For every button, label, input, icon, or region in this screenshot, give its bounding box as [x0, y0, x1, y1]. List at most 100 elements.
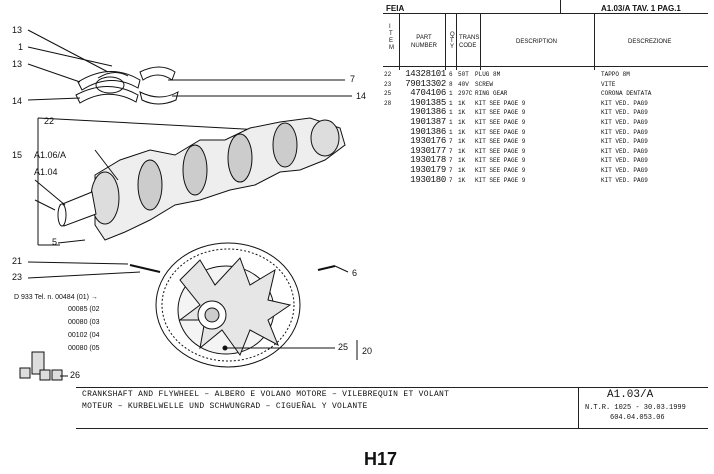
diagram-note-row: 00080 (03 — [68, 319, 100, 326]
cell-descit: VITE — [601, 80, 616, 88]
cell-item — [384, 118, 394, 128]
cell-qty: 7 — [449, 176, 453, 184]
cell-qty: 6 — [449, 71, 453, 78]
cell-part: 1930179 — [410, 164, 446, 175]
cell-descit: KIT VED. PAG9 — [601, 176, 648, 184]
callout-1: 1 — [18, 42, 24, 52]
table-header-rule — [383, 66, 708, 67]
cell-qty: 7 — [449, 157, 453, 165]
cell-qty: 8 — [449, 80, 453, 88]
column-header-trans: TRANS CODE — [459, 35, 480, 49]
cell-descit: KIT VED. PAG9 — [601, 157, 648, 165]
callout-25: 25 — [338, 342, 349, 352]
callout-22: 22 — [44, 116, 55, 126]
cell-trans: 40V — [458, 80, 469, 88]
cell-item: 22 — [384, 71, 392, 78]
flywheel-icon — [155, 242, 301, 368]
cell-desc: KIT SEE PAGE 9 — [475, 99, 526, 107]
cell-item — [384, 108, 394, 118]
column-header-item: I T E M — [389, 24, 394, 51]
table-rule — [399, 14, 400, 70]
cell-trans: 1K — [458, 157, 466, 165]
callout-21: 21 — [12, 256, 23, 266]
cell-desc: KIT SEE PAGE 9 — [475, 138, 526, 146]
footer-ntr: N.T.R. 1025 - 30.03.1999 — [585, 404, 686, 412]
ref-a104: A1.04 — [34, 167, 58, 177]
cell-desc: KIT SEE PAGE 9 — [475, 176, 526, 184]
cell-trans: 1K — [458, 166, 466, 174]
header-rule — [383, 13, 708, 14]
table-rule — [480, 14, 481, 70]
diagram-note-row: 00102 (04 — [68, 332, 100, 339]
callout-5: 5 — [52, 237, 58, 247]
callout-20: 20 — [362, 346, 373, 356]
footer-ref: 604.04.053.06 — [610, 414, 665, 422]
cell-descit: KIT VED. PAG9 — [601, 109, 648, 117]
callout-14-left: 14 — [12, 96, 23, 106]
cell-qty: 7 — [449, 147, 453, 155]
footer-title-line1: CRANKSHAFT AND FLYWHEEL – ALBERO E VOLAN… — [82, 390, 450, 399]
cell-item — [384, 137, 394, 147]
cell-descit: KIT VED. PAG9 — [601, 166, 648, 174]
column-header-qty: Q T Y — [450, 32, 455, 50]
cell-item — [384, 147, 394, 157]
table-rule — [445, 14, 446, 70]
cell-descit: KIT VED. PAG9 — [601, 99, 648, 107]
cell-descit: CORONA DENTATA — [601, 90, 652, 98]
bearing-shell-icon — [75, 71, 141, 104]
footer-code: A1.03/A — [607, 389, 654, 401]
cell-item: 23 — [384, 80, 392, 88]
cell-part: 1930180 — [410, 174, 446, 185]
crankshaft-icon — [57, 117, 346, 241]
diagram-note-d933: D 933 Tel. n. 00484 (01) → — [14, 294, 98, 301]
table-rule — [594, 14, 595, 70]
cell-desc: KIT SEE PAGE 9 — [475, 118, 526, 126]
cell-item: 28 — [384, 99, 392, 107]
cell-qty: 7 — [449, 138, 453, 146]
cell-trans: 1K — [458, 118, 466, 126]
callout-26: 26 — [70, 370, 81, 380]
cell-part: 1901385 — [410, 97, 446, 108]
cell-item: 25 — [384, 90, 392, 98]
cell-trans: 1K — [458, 109, 466, 117]
cell-part: 4704106 — [410, 88, 446, 99]
cell-trans: 1K — [458, 128, 466, 136]
diagram-note-row: 00080 (05 — [68, 345, 100, 352]
cell-desc: KIT SEE PAGE 9 — [475, 147, 526, 155]
crankshaft-flywheel-diagram — [19, 29, 358, 381]
cell-item — [384, 176, 394, 186]
cell-qty: 1 — [449, 99, 453, 107]
callout-7: 7 — [350, 74, 356, 84]
cell-qty: 1 — [449, 90, 453, 98]
cell-descit: TAPPO 8M — [601, 71, 630, 78]
cell-descit: KIT VED. PAG9 — [601, 118, 648, 126]
callout-6: 6 — [352, 268, 358, 278]
cell-part: 1930178 — [410, 155, 446, 166]
bearing-shell-icon — [139, 66, 179, 105]
cell-item — [384, 128, 394, 138]
cell-trans: 50T — [458, 71, 469, 78]
column-header-description: DESCRIPTION — [516, 39, 558, 45]
cell-desc: PLUG 8M — [475, 71, 501, 78]
cell-qty: 7 — [449, 166, 453, 174]
cell-desc: KIT SEE PAGE 9 — [475, 109, 526, 117]
cell-trans: 1K — [458, 176, 466, 184]
cell-part: 14328101 — [405, 69, 446, 79]
callout-13-mid: 13 — [12, 59, 23, 69]
cell-item — [384, 156, 394, 166]
footer-title-line2: MOTEUR – KURBELWELLE UND SCHWUNGRAD – CI… — [82, 402, 368, 411]
page-number: H17 — [364, 449, 398, 469]
cell-part: 1901386 — [410, 107, 446, 118]
header-divider — [560, 0, 561, 13]
small-parts-icon — [19, 351, 63, 381]
cell-desc: RING GEAR — [475, 90, 508, 98]
cell-trans: 1K — [458, 138, 466, 146]
